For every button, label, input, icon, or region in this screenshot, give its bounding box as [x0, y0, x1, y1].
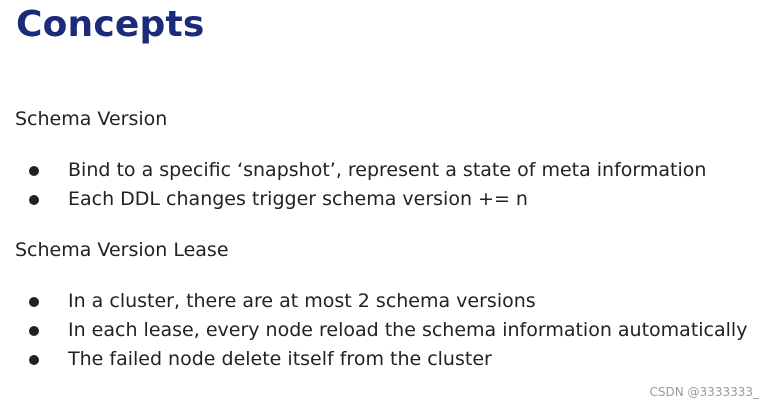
bullet-text: In a cluster, there are at most 2 schema… — [68, 290, 536, 312]
bullet-text: The failed node delete itself from the c… — [68, 348, 492, 370]
bullet-dot — [29, 297, 39, 307]
bullet-dot — [29, 326, 39, 336]
bullet-dot — [29, 355, 39, 365]
bullet-dot — [29, 195, 39, 205]
bullet-text: In each lease, every node reload the sch… — [68, 319, 748, 341]
bullet-dot — [29, 166, 39, 176]
section-heading-schema-version-lease: Schema Version Lease — [15, 239, 229, 261]
slide-title: Concepts — [16, 4, 205, 45]
watermark: CSDN @3333333_ — [649, 385, 759, 399]
bullet-text: Bind to a specific ‘snapshot’, represent… — [68, 159, 707, 181]
bullet-text: Each DDL changes trigger schema version … — [68, 188, 528, 210]
section-heading-schema-version: Schema Version — [15, 108, 168, 130]
